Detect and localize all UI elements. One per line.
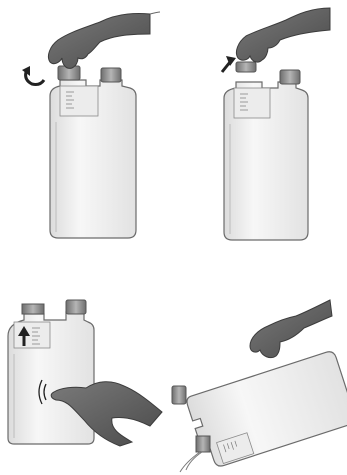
glove-hand (250, 300, 332, 358)
pour-stream (180, 452, 202, 472)
panel-1-unscrew-cap (22, 12, 160, 238)
bottle (224, 82, 308, 240)
bottle (50, 80, 136, 238)
glove-hand (236, 8, 330, 62)
up-arrow-icon (222, 56, 236, 72)
panel-3-squeeze-bottle (8, 300, 162, 446)
cap-small (66, 300, 86, 314)
rotate-arrow-icon (22, 66, 44, 85)
cap-small (101, 68, 121, 82)
cap-measuring (236, 62, 256, 72)
panel-2-lift-cap (222, 8, 330, 240)
glove-hand (48, 12, 160, 68)
neck-measuring (22, 304, 44, 314)
cap-small (280, 70, 300, 84)
panel-4-tilt-and-pour (172, 300, 347, 472)
cap-small (172, 386, 186, 404)
neck-pour (196, 436, 210, 452)
